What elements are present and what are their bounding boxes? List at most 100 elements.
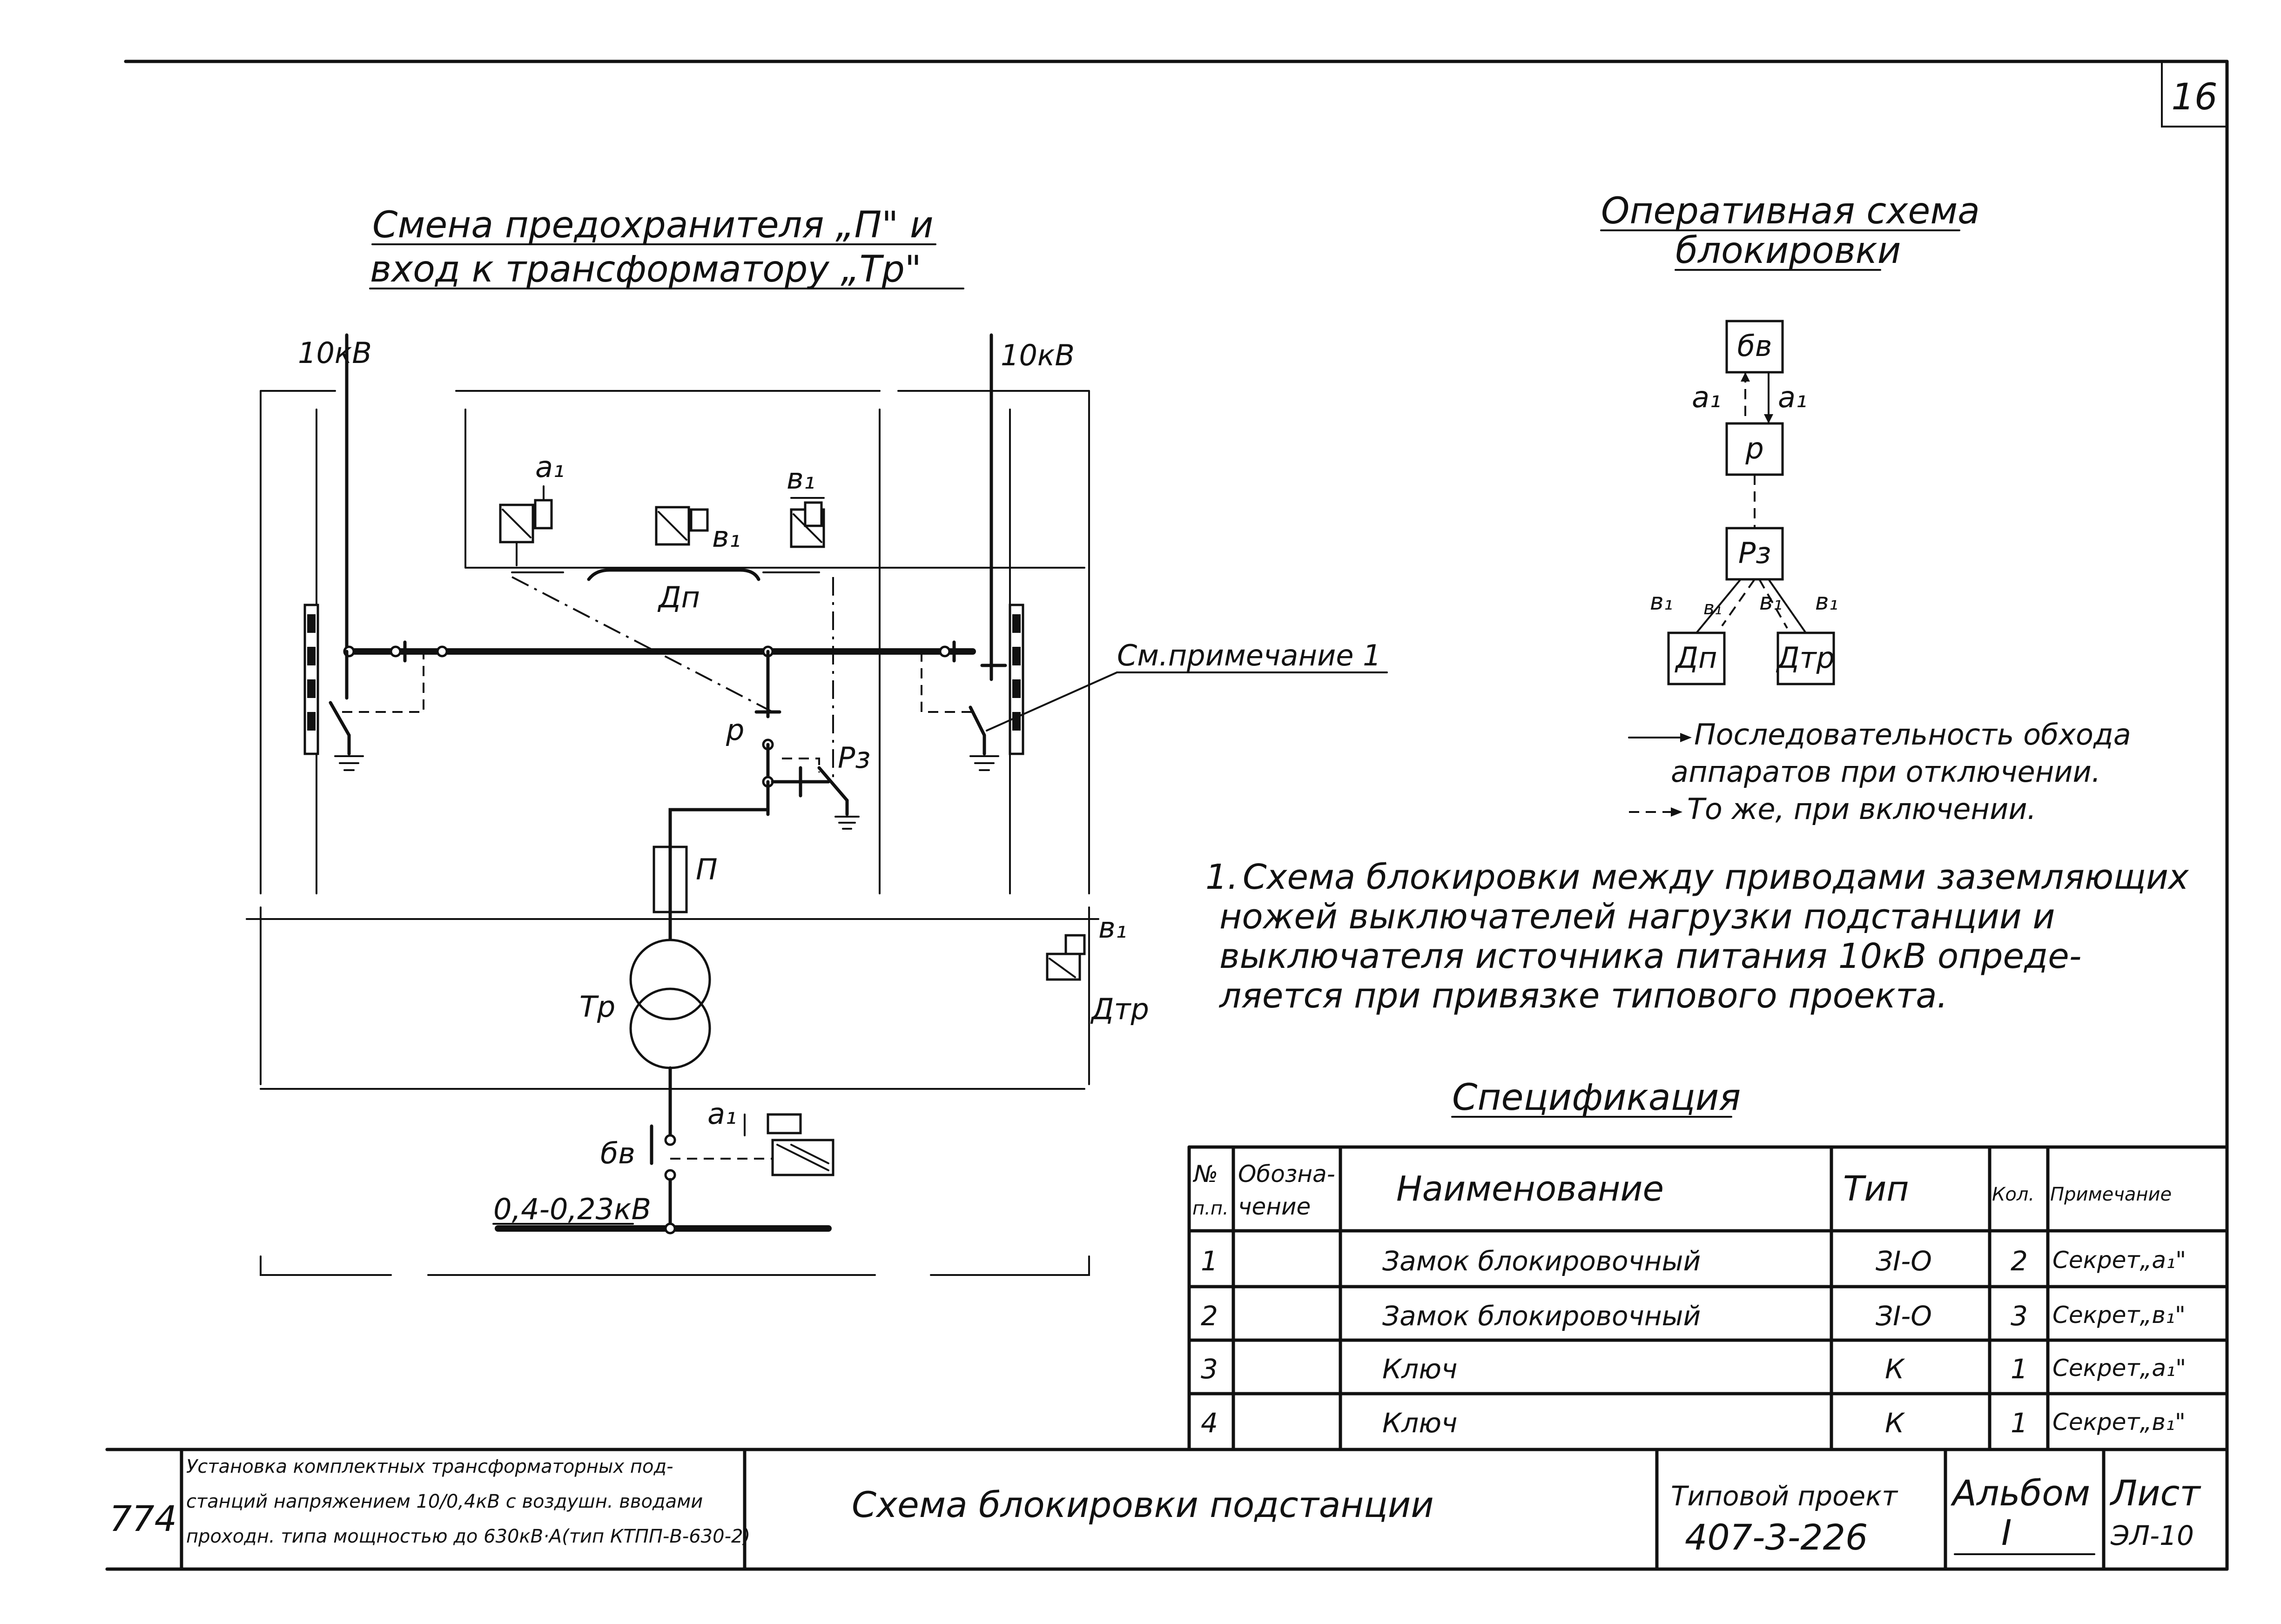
- box-dtr-label: Дтр: [1776, 641, 1835, 675]
- box-pz-label: Рз: [1738, 536, 1771, 570]
- row-3-name: Ключ: [1382, 1353, 1457, 1385]
- header-num-line1: №: [1192, 1161, 1218, 1188]
- stamp-code: 774: [109, 1498, 177, 1539]
- label-a1-bottom: а₁: [707, 1097, 737, 1131]
- lock-b1-center: [655, 506, 709, 546]
- left-diagram-title-line1: Смена предохранителя „П" и: [372, 204, 934, 246]
- stamp-desc-line1: Установка комплектных трансформаторных п…: [186, 1456, 673, 1477]
- operative-title-line2: блокировки: [1675, 230, 1901, 272]
- note-block: 1. Схема блокировки между приводами зазе…: [1205, 857, 2189, 1016]
- specification: Спецификация № п.п. Обозна- чение Наимен…: [1187, 1077, 2229, 1451]
- note-line2: ножей выключателей нагрузки подстанции и: [1219, 897, 2055, 937]
- legend: Последовательность обхода аппаратов при …: [1628, 718, 2131, 826]
- legend-dashed: То же, при включении.: [1687, 792, 2036, 826]
- left-diagram: Смена предохранителя „П" и вход к трансф…: [246, 204, 1388, 1276]
- header-remark: Примечание: [2050, 1184, 2172, 1205]
- row-1-name: Замок блокировочный: [1382, 1245, 1701, 1277]
- row-2-qty: 3: [2011, 1300, 2028, 1332]
- note-line4: ляется при привязке типового проекта.: [1218, 976, 1948, 1016]
- label-p: р: [726, 713, 744, 747]
- callout-note: См.примечание 1: [1117, 638, 1381, 672]
- label-pz: Рз: [838, 741, 870, 775]
- label-dp: Дп: [657, 580, 700, 614]
- lock-b1-right: [1046, 934, 1086, 981]
- header-designation-line2: чение: [1238, 1193, 1311, 1220]
- drawing-title: Схема блокировки подстанции: [852, 1484, 1434, 1525]
- spec-row: 1 Замок блокировочный ЗІ-О 2 Секрет„а₁": [1201, 1245, 2186, 1277]
- label-voltage-low: 0,4-0,23кВ: [493, 1192, 651, 1226]
- arrow-b1-1: в₁: [1650, 588, 1673, 615]
- row-1-remark: Секрет„а₁": [2052, 1247, 2186, 1274]
- sheet-frame: [105, 60, 2229, 1571]
- header-type: Тип: [1843, 1169, 1909, 1209]
- row-3-qty: 1: [2011, 1353, 2028, 1385]
- spec-title: Спецификация: [1452, 1077, 1741, 1119]
- operative-title-line1: Оперативная схема: [1601, 190, 1980, 232]
- row-4-name: Ключ: [1382, 1407, 1457, 1439]
- label-10kv-left: 10кВ: [298, 336, 372, 370]
- box-p-label: р: [1745, 431, 1763, 465]
- note-line3: выключателя источника питания 10кВ опред…: [1219, 936, 2081, 976]
- row-2-num: 2: [1201, 1300, 1218, 1332]
- row-3-remark: Секрет„а₁": [2052, 1355, 2186, 1382]
- row-4-num: 4: [1201, 1407, 1218, 1439]
- row-4-qty: 1: [2011, 1407, 2028, 1439]
- lock-a1-bottom: [744, 1113, 834, 1176]
- note-number: 1.: [1205, 857, 1238, 897]
- row-2-name: Замок блокировочный: [1382, 1300, 1701, 1332]
- spec-row: 4 Ключ К 1 Секрет„в₁": [1201, 1407, 2186, 1439]
- spec-row: 3 Ключ К 1 Секрет„а₁": [1201, 1353, 2186, 1385]
- row-2-type: ЗІ-О: [1876, 1300, 1932, 1332]
- label-bv: бв: [600, 1136, 635, 1170]
- row-4-type: К: [1885, 1407, 1905, 1439]
- arrow-a1-right: а₁: [1778, 380, 1807, 414]
- sheet-number: 16: [2171, 76, 2217, 118]
- sheet-code: ЭЛ-10: [2110, 1520, 2194, 1551]
- row-1-type: ЗІ-О: [1876, 1245, 1932, 1277]
- header-num-line2: п.п.: [1192, 1198, 1229, 1219]
- lock-a1-top: [499, 485, 553, 544]
- arrow-b1-3: в₁: [1759, 588, 1783, 615]
- arrow-b1-2: в₁: [1703, 597, 1722, 619]
- label-dtr: Дтр: [1090, 992, 1149, 1026]
- legend-solid-line2: аппаратов при отключении.: [1671, 755, 2101, 789]
- box-dtr: [1776, 631, 1835, 685]
- left-diagram-title-line2: вход к трансформатору „Тр": [370, 248, 922, 290]
- title-block: 774 Установка комплектных трансформаторн…: [109, 1448, 2201, 1571]
- header-qty: Кол.: [1992, 1184, 2034, 1205]
- stamp-desc-line2: станций напряжением 10/0,4кВ с воздушн. …: [186, 1491, 703, 1512]
- album-number: I: [2001, 1512, 2012, 1553]
- row-4-remark: Секрет„в₁": [2052, 1409, 2186, 1436]
- operative-scheme: Оперативная схема блокировки бв р Рз Дп …: [1600, 190, 1980, 685]
- label-b1-center: в₁: [712, 520, 740, 554]
- row-1-qty: 2: [2011, 1245, 2028, 1277]
- project-label: Типовой проект: [1671, 1480, 1898, 1512]
- box-dp-label: Дп: [1675, 641, 1717, 675]
- spec-row: 2 Замок блокировочный ЗІ-О 3 Секрет„в₁": [1201, 1300, 2186, 1332]
- label-a1-top: а₁: [535, 450, 565, 484]
- box-bv: [1725, 320, 1784, 374]
- legend-solid-line1: Последовательность обхода: [1694, 718, 2131, 752]
- spec-header-row: № п.п. Обозна- чение Наименование Тип Ко…: [1192, 1161, 2172, 1220]
- row-3-num: 3: [1201, 1353, 1218, 1385]
- label-b1-top: в₁: [787, 462, 815, 496]
- box-bv-label: бв: [1737, 329, 1772, 363]
- header-designation-line1: Обозна-: [1238, 1161, 1335, 1188]
- header-name: Наименование: [1396, 1169, 1664, 1209]
- arrow-a1-left: а₁: [1692, 380, 1721, 414]
- sheet-label: Лист: [2109, 1472, 2201, 1514]
- row-1-num: 1: [1201, 1245, 1218, 1277]
- label-fuse: П: [696, 852, 718, 886]
- label-10kv-right: 10кВ: [1001, 338, 1075, 372]
- row-3-type: К: [1885, 1353, 1905, 1385]
- label-tr: Тр: [579, 990, 615, 1024]
- row-2-remark: Секрет„в₁": [2052, 1302, 2186, 1329]
- lock-b1-top: [790, 497, 825, 548]
- project-number: 407-3-226: [1685, 1517, 1868, 1558]
- arrow-b1-4: в₁: [1815, 588, 1838, 615]
- stamp-desc-line3: проходн. типа мощностью до 630кВ·А(тип К…: [186, 1526, 750, 1547]
- album-label: Альбом: [1950, 1472, 2090, 1514]
- spec-grid: [1187, 1145, 2229, 1451]
